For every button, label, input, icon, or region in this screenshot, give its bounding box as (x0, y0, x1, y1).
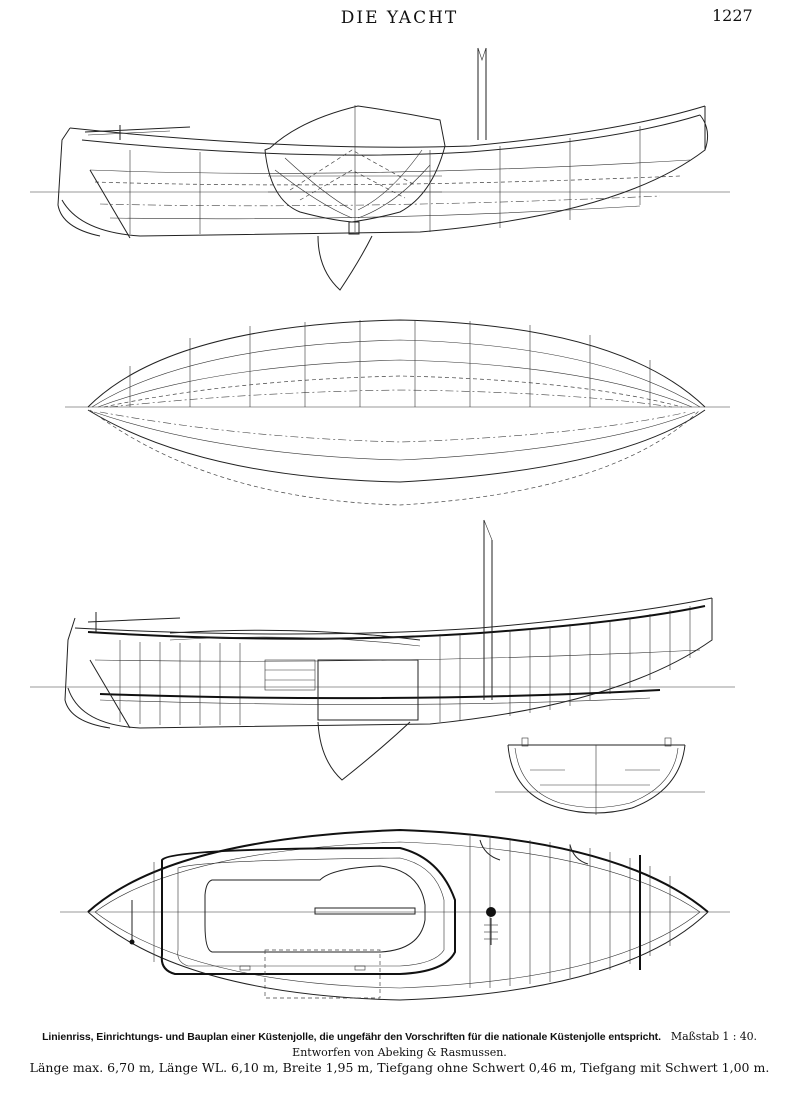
half-breadth-figure (65, 319, 730, 506)
midship-section-figure (495, 737, 705, 815)
figure-caption-dimensions: Länge max. 6,70 m, Länge WL. 6,10 m, Bre… (29, 1060, 770, 1075)
construction-profile-figure (30, 519, 735, 781)
caption-scale: Maßstab 1 : 40. (670, 1030, 757, 1043)
figure-caption-designer: Entworfen von Abeking & Rasmussen. (292, 1046, 507, 1059)
figure-caption-main: Linienriss, Einrichtungs- und Bauplan ei… (0, 1030, 799, 1043)
page-number: 1227 (712, 6, 753, 25)
deck-plan-figure (60, 828, 730, 1001)
caption-description: Linienriss, Einrichtungs- und Bauplan ei… (42, 1031, 661, 1043)
lines-plan-figure (30, 47, 730, 291)
page-header-title: DIE YACHT (340, 8, 459, 28)
